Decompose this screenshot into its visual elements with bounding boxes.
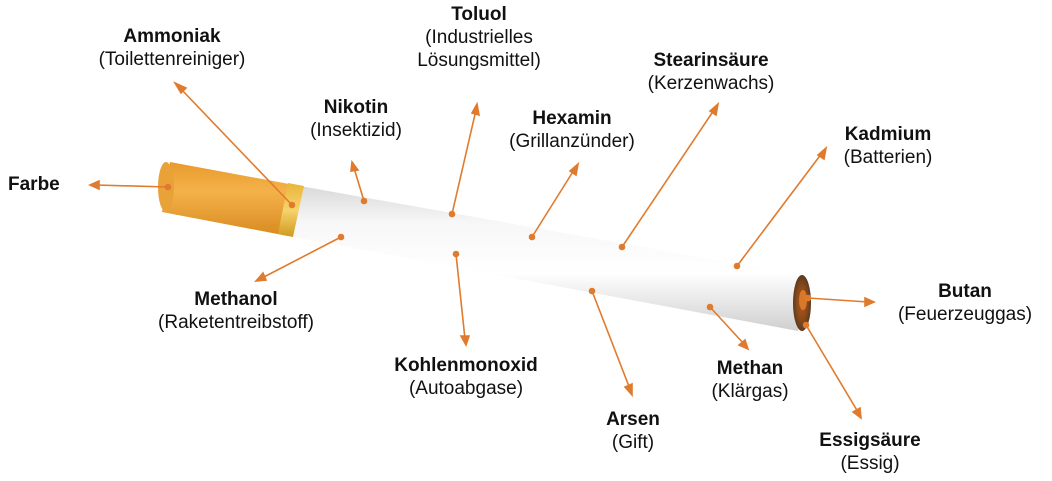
- cigarette-filter: [162, 162, 300, 236]
- label-toluol-desc: (Industrielles Lösungsmittel): [394, 27, 564, 73]
- label-kadmium: Kadmium (Batterien): [818, 124, 958, 170]
- pointer-essigsaeure: [804, 323, 862, 419]
- label-kohlenmonoxid-desc: (Autoabgase): [376, 378, 556, 401]
- pointer-hexamin: [530, 164, 579, 240]
- label-stearinsaeure-name: Stearinsäure: [626, 50, 796, 73]
- pointer-toluol: [450, 104, 480, 217]
- label-farbe: Farbe: [8, 174, 82, 197]
- pointer-kadmium: [735, 148, 827, 269]
- label-essigsaeure-desc: (Essig): [800, 453, 940, 476]
- cigarette-paper: [288, 186, 806, 331]
- label-toluol-name: Toluol: [394, 4, 564, 27]
- label-butan-name: Butan: [880, 281, 1050, 304]
- label-butan-desc: (Feuerzeuggas): [880, 304, 1050, 327]
- label-arsen-desc: (Gift): [588, 432, 678, 455]
- label-arsen: Arsen (Gift): [588, 409, 678, 455]
- label-methan: Methan (Klärgas): [695, 358, 805, 404]
- label-kadmium-name: Kadmium: [818, 124, 958, 147]
- label-farbe-name: Farbe: [8, 174, 82, 197]
- pointer-butan: [806, 296, 875, 307]
- label-essigsaeure: Essigsäure (Essig): [800, 430, 940, 476]
- label-hexamin-desc: (Grillanzünder): [492, 131, 652, 154]
- label-methanol-desc: (Raketentreibstoff): [138, 312, 334, 335]
- label-hexamin-name: Hexamin: [492, 108, 652, 131]
- label-essigsaeure-name: Essigsäure: [800, 430, 940, 453]
- label-kohlenmonoxid: Kohlenmonoxid (Autoabgase): [376, 355, 556, 401]
- label-stearinsaeure-desc: (Kerzenwachs): [626, 73, 796, 96]
- label-nikotin-name: Nikotin: [296, 97, 416, 120]
- label-methan-name: Methan: [695, 358, 805, 381]
- label-ammoniak: Ammoniak (Toilettenreiniger): [82, 26, 262, 72]
- label-kadmium-desc: (Batterien): [818, 147, 958, 170]
- label-ammoniak-desc: (Toilettenreiniger): [82, 49, 262, 72]
- label-ammoniak-name: Ammoniak: [82, 26, 262, 49]
- label-methanol-name: Methanol: [138, 289, 334, 312]
- label-methan-desc: (Klärgas): [695, 381, 805, 404]
- label-arsen-name: Arsen: [588, 409, 678, 432]
- label-toluol: Toluol (Industrielles Lösungsmittel): [394, 4, 564, 72]
- pointer-arsen: [590, 289, 633, 396]
- label-stearinsaeure: Stearinsäure (Kerzenwachs): [626, 50, 796, 96]
- label-methanol: Methanol (Raketentreibstoff): [138, 289, 334, 335]
- label-nikotin: Nikotin (Insektizid): [296, 97, 416, 143]
- label-kohlenmonoxid-name: Kohlenmonoxid: [376, 355, 556, 378]
- label-butan: Butan (Feuerzeuggas): [880, 281, 1050, 327]
- label-hexamin: Hexamin (Grillanzünder): [492, 108, 652, 154]
- label-nikotin-desc: (Insektizid): [296, 120, 416, 143]
